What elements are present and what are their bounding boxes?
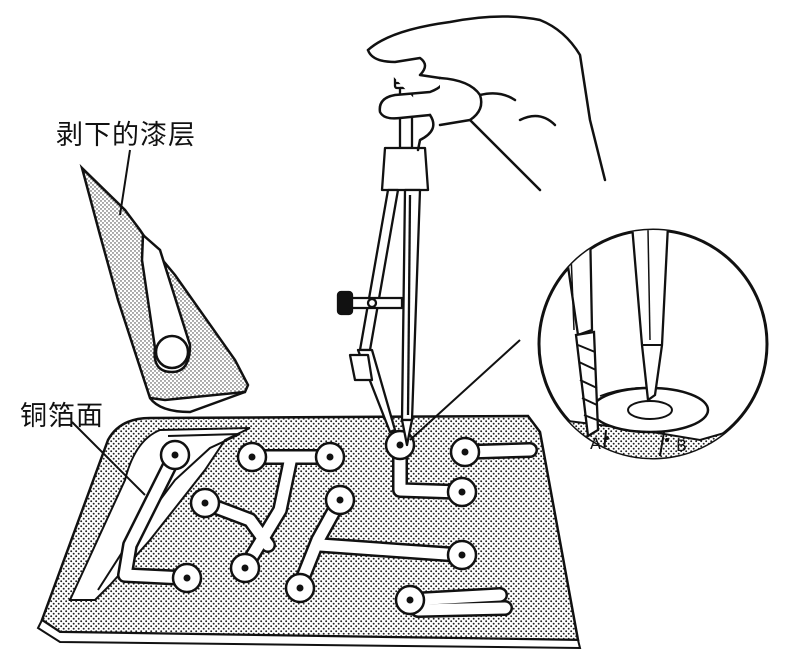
peeled-paint-hole bbox=[154, 334, 190, 370]
label-copper-foil: 铜箔面 bbox=[20, 401, 104, 432]
label-peeled-paint: 剥下的漆层 bbox=[56, 120, 196, 151]
label-point-b: B bbox=[676, 436, 687, 455]
pad-holes bbox=[171, 441, 469, 604]
compass-cutter-icon bbox=[336, 66, 430, 447]
pcb-board bbox=[36, 414, 582, 650]
peeled-paint-strip bbox=[79, 163, 250, 414]
magnified-detail-icon bbox=[537, 228, 769, 460]
label-point-a: A bbox=[590, 434, 601, 453]
hand-icon bbox=[366, 15, 607, 192]
leader-peeled bbox=[119, 149, 131, 216]
board-front-edge bbox=[36, 618, 582, 650]
leader-lines bbox=[71, 149, 521, 496]
leader-copper bbox=[71, 421, 146, 496]
leader-magnifier bbox=[409, 339, 521, 441]
